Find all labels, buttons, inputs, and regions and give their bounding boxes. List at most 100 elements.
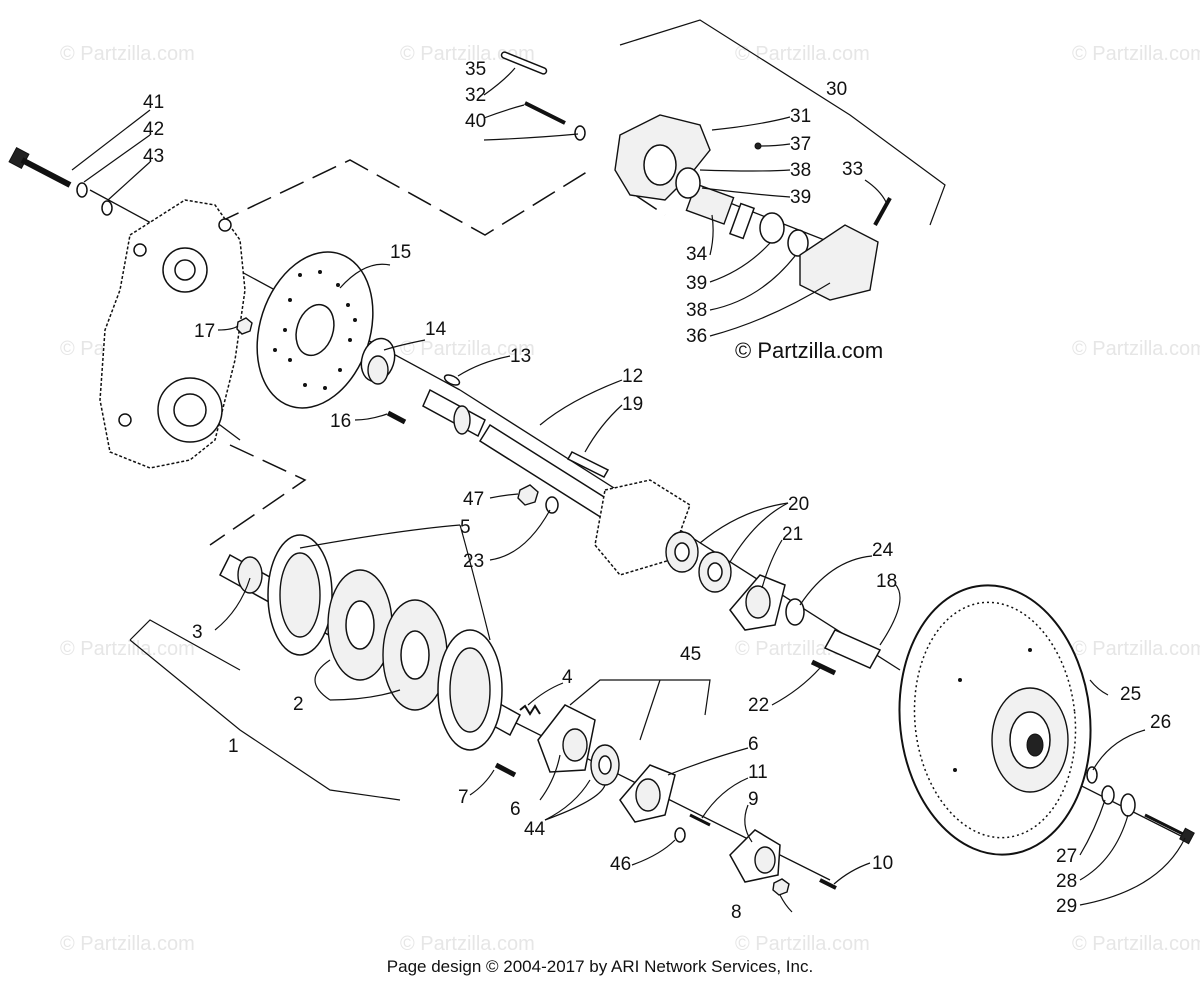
callout-6-right: 6 [748, 734, 759, 755]
callout-28: 28 [1056, 871, 1077, 892]
watermark: © Partzilla.com [400, 43, 535, 65]
callout-5: 5 [460, 517, 471, 538]
watermark: © Partzilla.com [735, 933, 870, 955]
nut-17 [236, 317, 253, 335]
callout-8: 8 [731, 902, 742, 923]
washer-23 [545, 496, 559, 514]
callout-3: 3 [192, 622, 203, 643]
callout-14: 14 [425, 319, 447, 340]
washer-28 [1120, 793, 1136, 817]
key-13 [443, 374, 461, 386]
watermark: © Partzilla.com [60, 638, 195, 660]
callout-27: 27 [1056, 846, 1077, 867]
nut-8 [772, 878, 790, 896]
gear-case-housing [99, 199, 246, 469]
callout-labels: 1 2 3 4 5 6 6 7 8 9 10 11 12 13 14 15 16… [143, 59, 1171, 923]
callout-30: 30 [826, 79, 847, 100]
callout-32: 32 [465, 85, 486, 106]
bearing-housing-6-left [537, 704, 596, 773]
callout-9: 9 [748, 789, 759, 810]
bleeder-33 [873, 197, 892, 226]
assembly-bracket-1 [129, 639, 401, 801]
callout-38-upper: 38 [790, 160, 811, 181]
bearing-20 [665, 531, 732, 593]
watermark: © Partzilla.com [1072, 638, 1200, 660]
callout-18: 18 [876, 571, 897, 592]
washer-27 [1101, 785, 1115, 805]
washer-40 [574, 125, 586, 141]
washer-43 [101, 200, 113, 216]
callout-17: 17 [194, 321, 215, 342]
bearing-44 [590, 744, 620, 786]
callout-1: 1 [228, 736, 239, 757]
callout-23: 23 [463, 551, 484, 572]
callout-16: 16 [330, 411, 351, 432]
bolt-29 [1144, 813, 1195, 845]
pin-35 [500, 51, 548, 75]
callout-29: 29 [1056, 896, 1077, 917]
clip-37 [754, 142, 762, 150]
callout-20: 20 [788, 494, 809, 515]
spring-4 [519, 704, 541, 716]
callout-31: 31 [790, 106, 811, 127]
driven-sprocket-25 [898, 584, 1092, 856]
partzilla-copyright-label: © Partzilla.com [735, 338, 883, 363]
dashed-line-brake [149, 159, 591, 256]
callout-39-upper: 39 [790, 187, 811, 208]
callout-34: 34 [686, 244, 708, 265]
drive-sprocket-2-a [327, 569, 393, 681]
bolt-16 [386, 410, 407, 425]
callout-24: 24 [872, 540, 894, 561]
callout-25: 25 [1120, 684, 1141, 705]
callout-33: 33 [842, 159, 863, 180]
watermark: © Partzilla.com [1072, 933, 1200, 955]
key-19 [566, 451, 610, 478]
callout-38-lower: 38 [686, 300, 707, 321]
callout-12: 12 [622, 366, 643, 387]
watermark-layer: © Partzilla.com © Partzilla.com © Partzi… [60, 43, 1200, 955]
bolt-41 [8, 146, 72, 188]
caliper-half-36 [799, 224, 879, 301]
callout-41: 41 [143, 92, 164, 113]
callout-46: 46 [610, 854, 631, 875]
assembly-bracket-45 [569, 679, 711, 716]
callout-7: 7 [458, 787, 469, 808]
callout-37: 37 [790, 134, 811, 155]
callout-21: 21 [782, 524, 803, 545]
bolt-7 [494, 762, 517, 778]
track-sprocket-5-left [267, 534, 333, 656]
bolt-10 [819, 878, 837, 890]
upper-shaft [422, 388, 486, 438]
piston-39-a [675, 167, 701, 199]
callout-4: 4 [562, 667, 573, 688]
seal-24 [785, 598, 805, 626]
callout-47: 47 [463, 489, 484, 510]
leader-lines [71, 67, 1186, 913]
assembly-bracket-45-leg [639, 679, 661, 741]
callout-19: 19 [622, 394, 643, 415]
watermark: © Partzilla.com [1072, 338, 1200, 360]
callout-26: 26 [1150, 712, 1171, 733]
callout-35: 35 [465, 59, 486, 80]
bolt-22 [810, 659, 837, 676]
watermark: © Partzilla.com [400, 933, 535, 955]
page-footer: Page design © 2004-2017 by ARI Network S… [387, 957, 813, 976]
brake-pads-34 [685, 183, 756, 240]
callout-15: 15 [390, 242, 411, 263]
watermark: © Partzilla.com [735, 43, 870, 65]
callout-42: 42 [143, 119, 164, 140]
callout-44: 44 [524, 819, 546, 840]
brake-disc-15 [256, 251, 374, 409]
washer-26 [1086, 766, 1098, 784]
callout-43: 43 [143, 146, 164, 167]
drive-sprocket-2-b [382, 599, 448, 711]
callout-36: 36 [686, 326, 707, 347]
bolt-32 [524, 101, 566, 125]
washer-46 [674, 827, 686, 843]
cap-9 [729, 829, 781, 883]
callout-10: 10 [872, 853, 893, 874]
assembly-bracket-30 [619, 19, 946, 226]
dashed-assembly-lines [149, 159, 666, 546]
